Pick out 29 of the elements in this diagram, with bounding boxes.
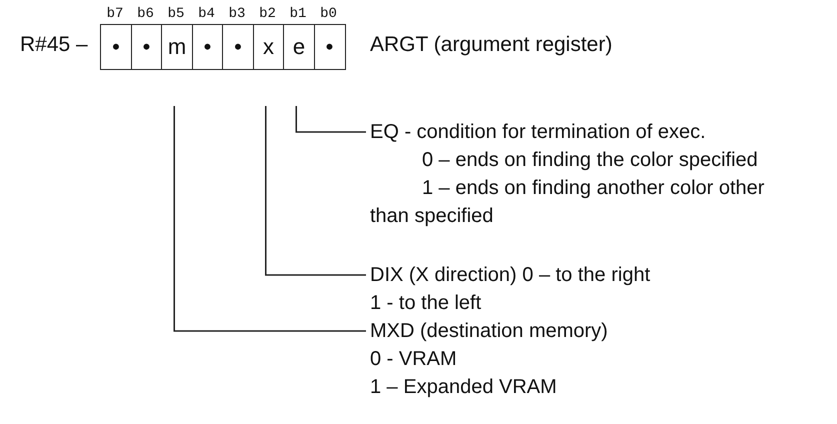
field-value-note: 1 - to the left [370, 291, 482, 316]
bit-field: • [130, 24, 162, 70]
bit-field: • [192, 24, 224, 70]
bit-number: b6 [136, 6, 155, 22]
bit-number: b0 [319, 6, 338, 22]
bit-field: • [314, 24, 346, 70]
bit-number: b1 [288, 6, 308, 22]
field-heading: MXD (destination memory) [370, 319, 609, 344]
field-heading: DIX (X direction) 0 – to the right [370, 263, 652, 288]
field-value-note: 1 – Expanded VRAM [370, 375, 558, 400]
bit-number: b5 [166, 6, 186, 22]
bit-field: e [283, 24, 315, 70]
register-name: R#45 – [20, 33, 88, 57]
leader-line [265, 105, 366, 276]
field-value-note: 0 - VRAM [370, 347, 458, 372]
register-title: ARGT (argument register) [370, 33, 612, 57]
bit-number: b2 [258, 6, 277, 22]
bit-number: b3 [228, 6, 246, 22]
bit-field: m [161, 24, 193, 70]
leader-line [296, 105, 366, 133]
field-value-note: 1 – ends on finding another color other than specified [370, 176, 766, 229]
leader-line [174, 105, 366, 332]
bit-field: x [252, 24, 284, 70]
field-value-note: 0 – ends on finding the color specified [421, 148, 759, 173]
bit-field: • [100, 24, 132, 70]
bit-number: b7 [106, 6, 124, 22]
bit-field: • [222, 24, 254, 70]
field-heading: EQ - condition for termination of exec. [370, 120, 707, 145]
bit-number: b4 [197, 6, 216, 22]
